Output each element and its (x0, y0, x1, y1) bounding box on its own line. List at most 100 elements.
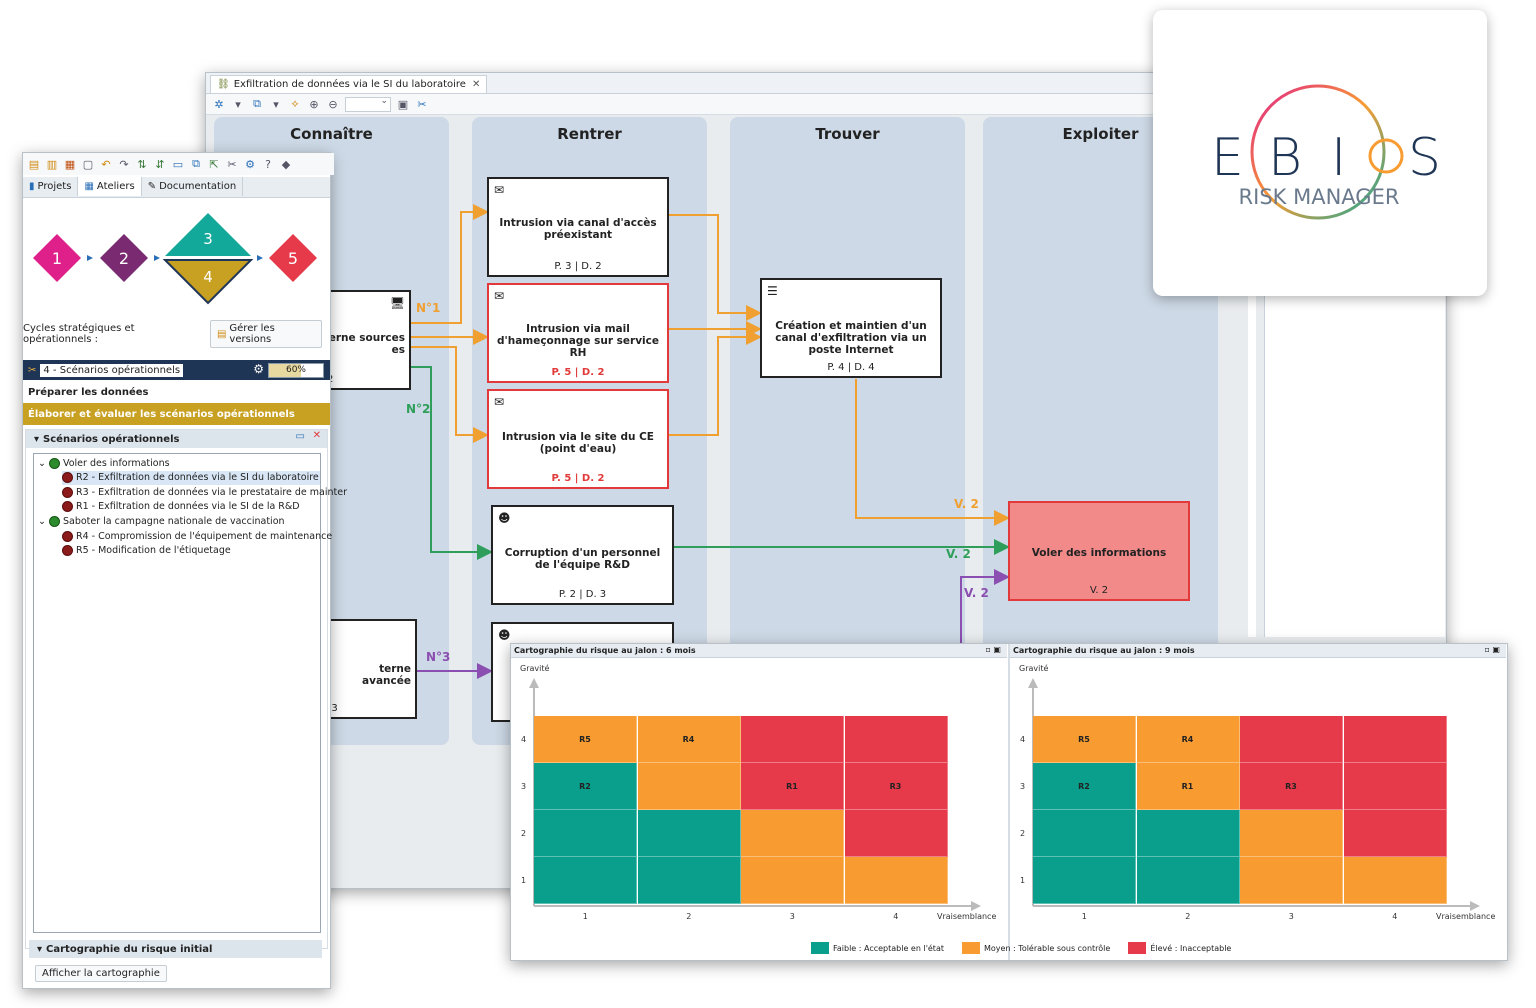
export-image-icon[interactable]: ▣ (397, 97, 409, 111)
redo-icon[interactable]: ↷ (119, 157, 129, 171)
risk-cell[interactable] (741, 857, 844, 904)
open-project-icon[interactable]: ▥ (46, 157, 58, 171)
copy-icon[interactable]: ⧉ (192, 157, 200, 170)
tab-label: Projets (37, 181, 72, 192)
tree-scenario-item[interactable]: R3 - Exfiltration de données via le pres… (62, 485, 347, 499)
node-intrusion-canal[interactable]: ✉ Intrusion via canal d'accès préexistan… (487, 177, 669, 277)
risk-cell[interactable]: R1 (741, 763, 844, 810)
tools-icon[interactable]: ✂ (227, 157, 237, 171)
risk-cell[interactable]: R5 (534, 716, 637, 763)
risk-cell[interactable]: R1 (1136, 763, 1240, 810)
risk-cell[interactable]: R2 (1033, 763, 1136, 810)
node-intrusion-mail[interactable]: ✉ Intrusion via mail d'hameçonnage sur s… (487, 283, 669, 383)
new-project-icon[interactable]: ▤ (28, 157, 40, 171)
delete-icon[interactable]: ✕ (312, 430, 321, 441)
zoom-select[interactable]: ⌄ (345, 96, 391, 112)
workshop-5[interactable]: 5 (269, 234, 317, 282)
export-icon[interactable]: ⇱ (209, 157, 219, 171)
risk-cell[interactable]: R2 (534, 763, 637, 810)
risk-cell[interactable] (1343, 810, 1447, 857)
dropdown-icon[interactable]: ▾ (235, 97, 241, 111)
risk-cell[interactable]: R4 (637, 716, 741, 763)
save-icon[interactable]: ▢ (82, 157, 94, 171)
tree-group-item[interactable]: ⌄Saboter la campagne nationale de vaccin… (38, 514, 285, 528)
risk-cell[interactable] (1136, 810, 1240, 857)
risk-cell[interactable] (1343, 857, 1447, 904)
risk-cell[interactable] (534, 857, 637, 904)
training-icon[interactable]: ◆ (281, 157, 291, 171)
node-canal-exfiltration[interactable]: ☰ Création et maintien d'un canal d'exfi… (760, 278, 942, 378)
risk-cell[interactable] (1240, 716, 1343, 763)
zoom-out-icon[interactable]: ⊖ (328, 97, 338, 111)
risk-cell[interactable] (844, 810, 948, 857)
filter-icon[interactable]: ⇅ (137, 157, 147, 171)
workshop-1[interactable]: 1 (33, 234, 81, 282)
chevron-down-icon[interactable]: ⌄ (38, 457, 46, 469)
arrange-icon[interactable]: ⧉ (253, 97, 261, 110)
risk-cell[interactable]: R3 (1240, 763, 1343, 810)
close-icon[interactable]: ✕ (471, 79, 481, 90)
tree-scenario-item[interactable]: R5 - Modification de l'étiquetage (62, 544, 231, 558)
editor-tab[interactable]: ⛓ Exfiltration de données via le SI du l… (210, 75, 488, 93)
risk-cell[interactable] (844, 716, 948, 763)
help-icon[interactable]: ? (265, 157, 271, 171)
risk-cell[interactable] (1240, 857, 1343, 904)
sort-icon[interactable]: ⇵ (155, 157, 165, 171)
gear-icon[interactable]: ⚙ (253, 362, 264, 376)
risk-cell[interactable]: R3 (844, 763, 948, 810)
risk-cell[interactable] (1240, 810, 1343, 857)
workshop-2[interactable]: 2 (100, 234, 148, 282)
progress-text: 60% (285, 365, 306, 375)
zoom-in-icon[interactable]: ⊕ (309, 97, 319, 111)
node-source-externe[interactable]: terne avancée . 3 (321, 619, 417, 719)
risk-cell[interactable]: R5 (1033, 716, 1136, 763)
risk-cell[interactable]: R4 (1136, 716, 1240, 763)
tree-item-label: R2 - Exfiltration de données via le SI d… (76, 472, 319, 484)
tab-documentation[interactable]: ✎Documentation (142, 177, 244, 196)
risk-cell[interactable] (741, 810, 844, 857)
layout-icon[interactable]: ✲ (214, 97, 224, 111)
step-elaborer-scenarios[interactable]: Élaborer et évaluer les scénarios opérat… (23, 403, 330, 425)
risk-cell[interactable] (1033, 810, 1136, 857)
risk-cell[interactable] (741, 716, 844, 763)
risk-cell[interactable] (637, 810, 741, 857)
new-icon[interactable]: ▭ (295, 431, 305, 442)
risk-cell[interactable] (534, 810, 637, 857)
manage-versions-button[interactable]: ▤Gérer les versions (209, 320, 322, 348)
tree-scenario-item[interactable]: R2 - Exfiltration de données via le SI d… (62, 470, 320, 485)
tree-scenario-item[interactable]: R1 - Exfiltration de données via le SI d… (62, 500, 300, 514)
risk-cell[interactable] (844, 857, 948, 904)
risk-cell[interactable] (1343, 716, 1447, 763)
tree-scenario-item[interactable]: R4 - Compromission de l'équipement de ma… (62, 529, 332, 543)
dropdown-icon[interactable]: ▾ (273, 97, 279, 111)
tree-group-item[interactable]: ⌄Voler des informations (38, 456, 170, 470)
chevron-down-icon[interactable]: ⌄ (38, 515, 46, 527)
cartography-group-header[interactable]: ▾ Cartographie du risque initial (29, 940, 322, 958)
import-icon[interactable]: ▦ (64, 157, 76, 171)
scenarios-group-header[interactable]: ▾ Scénarios opérationnels ▭ ✕ (26, 430, 327, 448)
document-icon[interactable]: ▭ (172, 157, 184, 171)
node-intrusion-site-ce[interactable]: ✉ Intrusion via le site du CE (point d'e… (487, 389, 669, 489)
scenario-icon (62, 501, 73, 513)
undo-icon[interactable]: ↶ (101, 157, 111, 171)
risk-cell[interactable] (1033, 857, 1136, 904)
risk-cell[interactable] (1136, 857, 1240, 904)
show-cartography-button[interactable]: Afficher la cartographie (35, 965, 167, 982)
chevron-down-icon: ▾ (37, 943, 43, 955)
link-icon[interactable]: ⟡ (291, 97, 299, 110)
risk-cell[interactable] (637, 763, 741, 810)
node-corruption-personnel[interactable]: ☻ Corruption d'un personnel de l'équipe … (491, 505, 674, 605)
tab-ateliers[interactable]: ▦Ateliers (78, 177, 142, 196)
tab-projets[interactable]: ▮Projets (23, 177, 79, 196)
node-voler-informations[interactable]: Voler des informations V. 2 (1008, 501, 1190, 601)
step-preparer-donnees[interactable]: Préparer les données (23, 381, 330, 403)
workshop-4[interactable]: 4 (162, 259, 254, 305)
risk-cell[interactable] (1343, 763, 1447, 810)
node-source-interne[interactable]: 🖥 erne sources es 2 (321, 290, 411, 390)
workshop-3[interactable]: 3 (165, 213, 251, 256)
window-controls-icon[interactable]: ▫ ▣ (985, 645, 1001, 654)
settings-icon[interactable]: ⚙ (245, 157, 255, 171)
tools-icon[interactable]: ✂ (417, 97, 427, 111)
risk-cell[interactable] (637, 857, 741, 904)
window-controls-icon[interactable]: ▫ ▣ (1484, 645, 1500, 654)
